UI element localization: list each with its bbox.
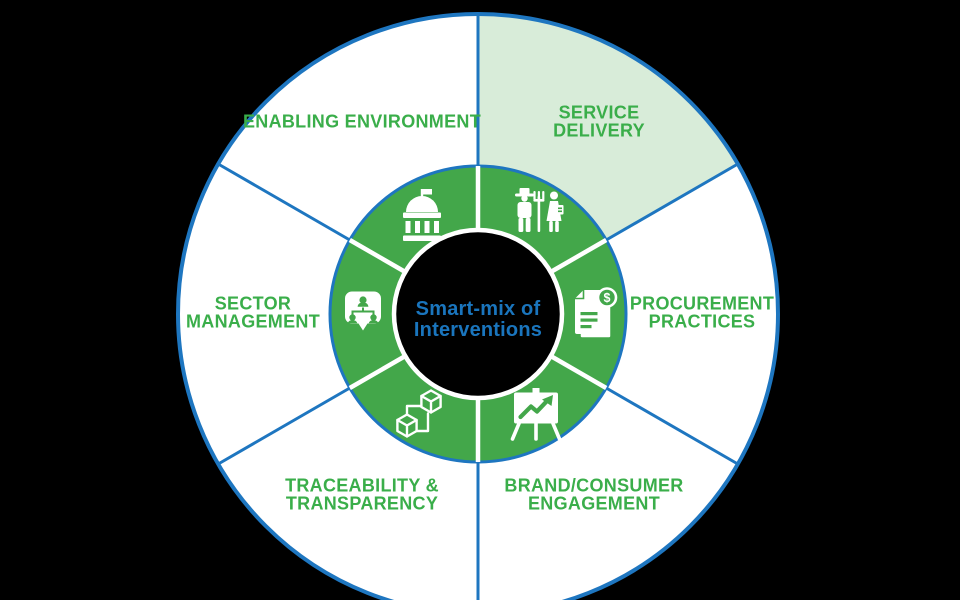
org-chart-badge-icon bbox=[345, 291, 381, 331]
center-hub-circle bbox=[391, 227, 565, 401]
segment-label-traceability-transparency: TRACEABILITY & TRANSPARENCY bbox=[285, 475, 439, 513]
segment-label-procurement-practices: PROCUREMENT PRACTICES bbox=[629, 293, 775, 331]
center-title-line1: Smart-mix of bbox=[415, 298, 541, 320]
segment-dividers bbox=[217, 14, 739, 600]
presentation-chart-icon bbox=[510, 388, 562, 441]
linked-cubes-icon bbox=[396, 389, 442, 438]
segment-divider bbox=[605, 162, 739, 242]
farmer-and-worker-icon bbox=[515, 188, 564, 232]
highlight-wedge-service-delivery bbox=[478, 14, 738, 240]
ring-dividers bbox=[348, 166, 608, 462]
segment-label-enabling-environment: ENABLING ENVIRONMENT bbox=[242, 111, 481, 132]
ring-divider bbox=[348, 238, 407, 274]
ring-divider bbox=[348, 354, 407, 390]
segment-divider bbox=[217, 162, 351, 242]
segment-divider bbox=[217, 386, 351, 466]
center-title: Smart-mix of Interventions bbox=[368, 299, 588, 341]
segment-label-sector-management: SECTOR MANAGEMENT bbox=[186, 293, 320, 331]
center-title-line2: Interventions bbox=[413, 319, 543, 341]
dollar-glyph: $ bbox=[604, 291, 611, 305]
ring-divider bbox=[549, 238, 608, 274]
ring-divider bbox=[549, 354, 608, 390]
invoice-dollar-icon: $ bbox=[575, 287, 618, 339]
segment-divider bbox=[605, 386, 739, 466]
segment-label-service-delivery: SERVICE DELIVERY bbox=[553, 102, 645, 140]
segment-label-brand-consumer-engagement: BRAND/CONSUMER ENGAGEMENT bbox=[504, 475, 684, 513]
government-building-icon bbox=[403, 189, 441, 241]
